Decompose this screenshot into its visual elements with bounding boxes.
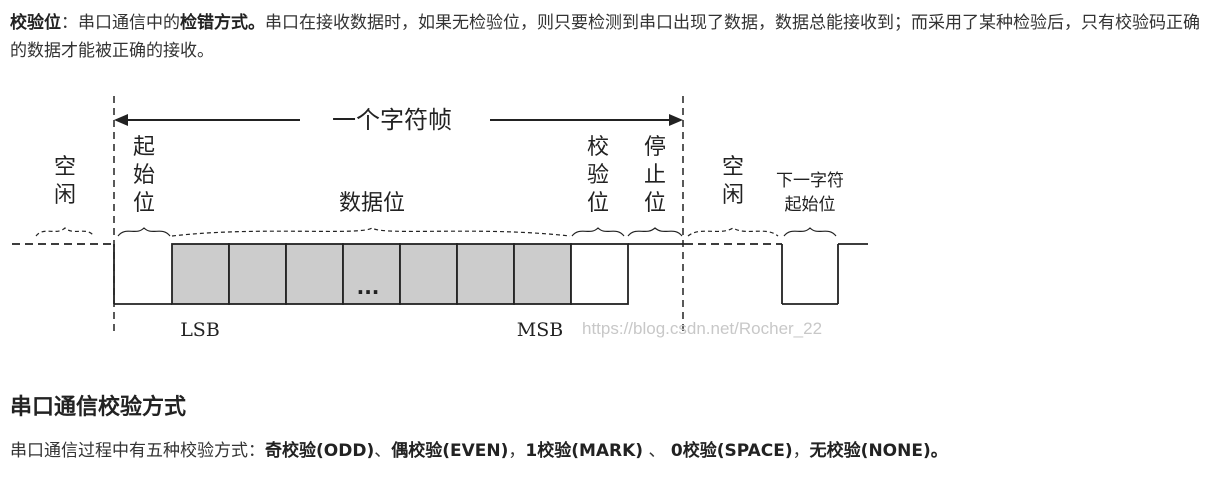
data-bits-label: 数据位: [339, 191, 405, 216]
intro-text-b: 串口在接收数据时，如果无检验位，则只要检测到串口出现了数据，数据总能接收到；而采…: [10, 13, 1200, 61]
idle-left-label-2: 闲: [54, 183, 76, 208]
mode-sep: ，: [508, 441, 526, 461]
parity-label-2: 验: [587, 163, 609, 188]
msb-label: MSB: [517, 319, 563, 341]
start-label-1: 起: [133, 135, 155, 160]
data-bit-cell: [456, 243, 515, 305]
stop-label-2: 止: [644, 163, 666, 188]
watermark-text: https://blog.csdn.net/Rocher_22: [582, 319, 822, 338]
intro-colon: ：: [61, 13, 78, 33]
frame-label: 一个字符帧: [332, 106, 452, 134]
modes-paragraph: 串口通信过程中有五种校验方式：奇校验(ODD)、偶校验(EVEN)，1校验(MA…: [10, 437, 1210, 465]
intro-text-a: 串口通信中的: [78, 13, 180, 33]
next-start-label-2: 起始位: [785, 195, 836, 215]
mode-sep: 、: [643, 441, 671, 461]
start-brace: [117, 227, 171, 237]
idle-right-label-2: 闲: [722, 183, 744, 208]
mode-odd: 奇校验(ODD): [265, 441, 375, 461]
stop-label-3: 位: [644, 191, 666, 216]
frame-arrow-right-head: [669, 114, 683, 126]
uart-frame-diagram: 一个字符帧 空 闲 起 始 位 数据位 校 验 位 停 止 位 空 闲 下一字符…: [0, 90, 880, 350]
intro-bold-phrase: 检错方式。: [180, 13, 265, 33]
stop-label-1: 停: [644, 135, 666, 160]
next-start-label-1: 下一字符: [776, 171, 844, 191]
data-bit-ellipsis: ...: [357, 275, 380, 299]
mode-mark: 1校验(MARK): [525, 441, 644, 461]
data-bit-cell: [171, 243, 230, 305]
idle-left-label-1: 空: [54, 155, 76, 180]
start-label-3: 位: [133, 191, 155, 216]
lsb-label: LSB: [180, 319, 220, 341]
mode-sep: ，: [792, 441, 810, 461]
mode-even: 偶校验(EVEN): [391, 441, 509, 461]
data-bit-cells: [171, 243, 572, 305]
start-label-2: 始: [133, 163, 155, 188]
parity-label-3: 位: [587, 191, 609, 216]
intro-paragraph: 校验位：串口通信中的检错方式。串口在接收数据时，如果无检验位，则只要检测到串口出…: [10, 9, 1210, 65]
data-bit-cell: [285, 243, 344, 305]
frame-arrow-left-head: [114, 114, 128, 126]
mode-space: 0校验(SPACE): [670, 441, 793, 461]
data-bit-cell: [342, 243, 401, 305]
idle-left-brace: [35, 227, 95, 237]
next-start-brace: [783, 227, 837, 237]
section-heading: 串口通信校验方式: [10, 395, 187, 420]
data-brace: [171, 227, 571, 237]
mode-sep: 、: [374, 441, 392, 461]
data-bit-cell: [399, 243, 458, 305]
mode-none: 无校验(NONE)。: [809, 441, 948, 461]
modes-prefix: 串口通信过程中有五种校验方式：: [10, 441, 265, 461]
intro-term: 校验位: [10, 13, 61, 33]
parity-brace: [571, 227, 625, 237]
data-bit-cell: [513, 243, 572, 305]
parity-label-1: 校: [587, 135, 609, 160]
data-bit-cell: [228, 243, 287, 305]
parity-bit-cell: [570, 243, 629, 305]
idle-right-brace: [687, 227, 779, 237]
stop-brace: [627, 227, 683, 237]
frame-diagram-svg: 一个字符帧 空 闲 起 始 位 数据位 校 验 位 停 止 位 空 闲 下一字符…: [12, 96, 868, 341]
idle-right-label-1: 空: [722, 155, 744, 180]
